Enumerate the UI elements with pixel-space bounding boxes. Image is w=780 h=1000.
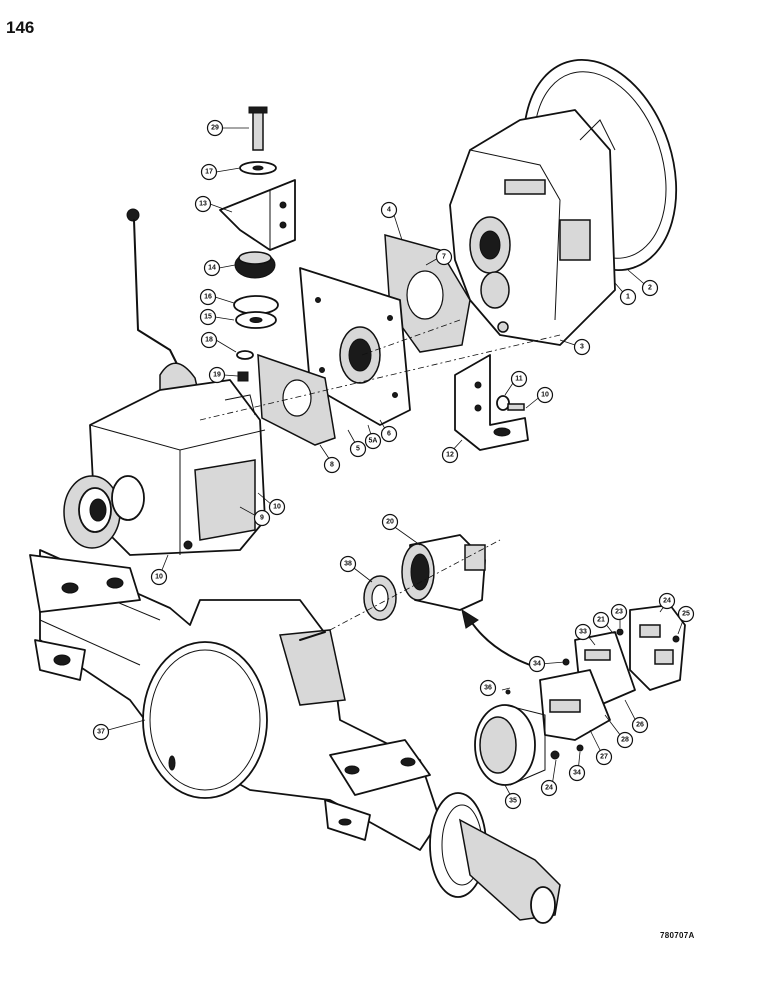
svg-text:19: 19 [213,372,221,379]
svg-text:15: 15 [204,314,212,321]
torque-converter-housing [449,59,678,346]
callout-8: 8 [323,456,341,474]
callout-30: 27 [595,748,613,766]
callout-27-lower: 24 [540,779,558,797]
adapter-plate-6 [299,267,411,426]
callout-25: 21 [592,611,610,629]
svg-text:14: 14 [208,265,216,272]
svg-text:13: 13 [199,201,207,208]
svg-text:24: 24 [663,598,671,605]
svg-text:7: 7 [442,254,446,261]
svg-text:5A: 5A [369,438,378,445]
svg-text:17: 17 [205,169,213,176]
callout-24: 20 [381,513,399,531]
svg-text:9: 9 [260,515,264,522]
svg-text:2: 2 [648,285,652,292]
svg-text:34: 34 [573,770,581,777]
callout-20: 17 [200,163,218,181]
svg-text:34: 34 [533,661,541,668]
differential-carrier-24 [363,534,486,621]
callout-31: 28 [616,731,634,749]
svg-text:21: 21 [597,617,605,624]
page-number: 146 [6,18,35,37]
callout-12: 10 [536,386,554,404]
svg-text:18: 18 [205,337,213,344]
callout-28: 25 [677,605,695,623]
callout-11: 10 [150,568,168,586]
svg-text:1: 1 [626,294,630,301]
svg-text:10: 10 [155,574,163,581]
svg-text:12: 12 [446,452,454,459]
svg-text:24: 24 [545,785,553,792]
svg-text:20: 20 [386,519,394,526]
svg-text:25: 25 [682,611,690,618]
svg-text:23: 23 [615,609,623,616]
callout-6: 6 [380,425,398,443]
svg-text:36: 36 [484,685,492,692]
callout-38: 38 [339,555,357,573]
svg-text:29: 29 [211,125,219,132]
callout-19: 16 [199,288,217,306]
svg-text:10: 10 [541,392,549,399]
svg-text:28: 28 [621,737,629,744]
callout-21: 18 [200,331,218,349]
svg-text:10: 10 [273,504,281,511]
callout-36: 36 [479,679,497,697]
callout-4: 4 [380,201,398,219]
callout-29: 26 [631,716,649,734]
callout-9: 9 [253,509,271,527]
svg-text:35: 35 [509,798,517,805]
callout-5a: 5A [364,432,382,450]
svg-text:27: 27 [600,754,608,761]
svg-text:11: 11 [515,376,523,383]
leader-lines [107,127,686,801]
svg-text:37: 37 [97,729,105,736]
svg-text:8: 8 [330,462,334,469]
mount-bracket-15 [219,106,296,382]
svg-text:4: 4 [387,207,391,214]
figure-code: 780707A [660,931,695,940]
callout-35: 35 [504,792,522,810]
callout-5: 5 [349,440,367,458]
callout-26: 23 [610,603,628,621]
callout-37-axle: 37 [92,723,110,741]
callout-3: 3 [573,338,591,356]
callout-23: 19 [208,366,226,384]
transmission-assembly [63,208,266,556]
callout-2: 2 [641,279,659,297]
gasket-8 [257,353,336,446]
assembly-arrow [461,608,531,666]
callout-15: 13 [194,195,212,213]
callout-1: 1 [619,288,637,306]
svg-text:26: 26 [636,722,644,729]
callout-27-upper: 24 [658,592,676,610]
svg-text:16: 16 [204,294,212,301]
callout-33: 33 [574,623,592,641]
svg-text:5: 5 [356,446,360,453]
svg-text:38: 38 [344,561,352,568]
rear-axle-housing [29,549,561,924]
mount-bracket-14 [454,354,529,451]
callout-18: 15 [199,308,217,326]
callout-16: 14 [203,259,221,277]
callout-7: 7 [435,248,453,266]
svg-text:3: 3 [580,344,584,351]
callout-10: 10 [268,498,286,516]
callout-13: 11 [510,370,528,388]
svg-text:33: 33 [579,629,587,636]
callout-17: 29 [206,119,224,137]
svg-text:6: 6 [387,431,391,438]
callout-34-lower: 34 [568,764,586,782]
callout-14: 12 [441,446,459,464]
callout-34-upper: 34 [528,655,546,673]
